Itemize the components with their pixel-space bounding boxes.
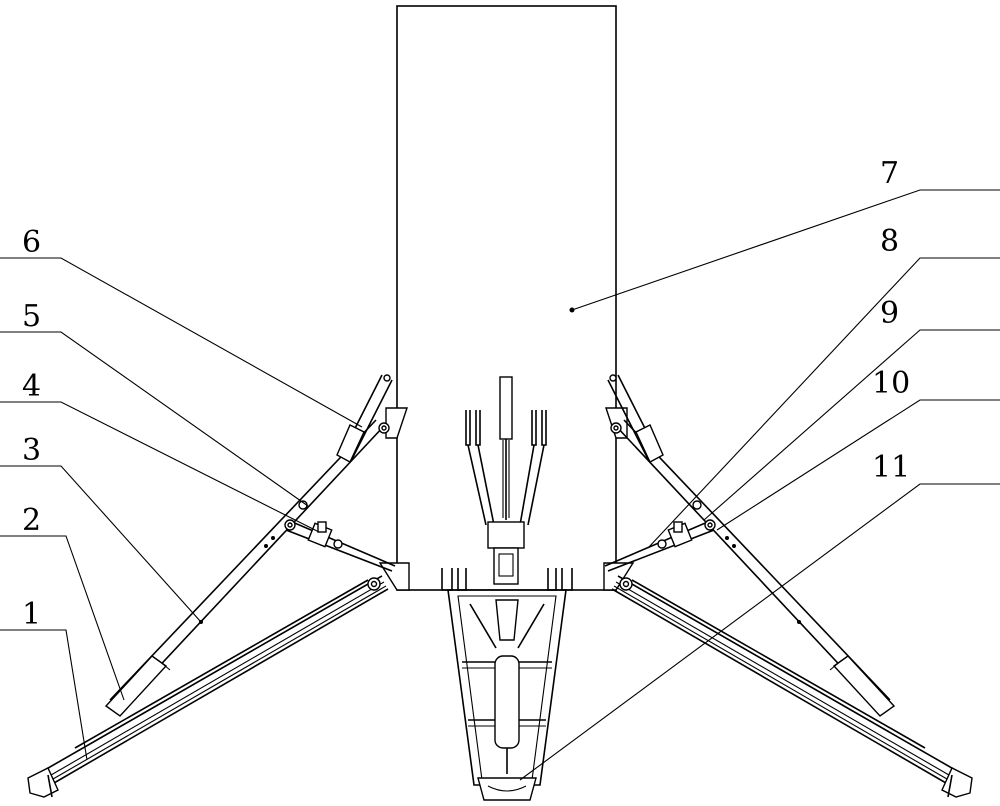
leader-7	[571, 189, 1000, 311]
callout-6: 6	[22, 225, 41, 260]
callout-1: 1	[22, 597, 41, 632]
leader-6	[0, 257, 363, 428]
leader-9	[703, 329, 1000, 521]
leader-1	[0, 629, 88, 761]
leader-11	[519, 483, 1000, 781]
callout-11: 11	[872, 450, 910, 485]
leader-2	[0, 535, 125, 701]
leader-5	[0, 331, 309, 507]
callout-2: 2	[22, 503, 41, 538]
callout-10: 10	[872, 366, 910, 401]
callout-3: 3	[22, 433, 41, 468]
callout-labels: 6 5 4 3 2 1 7 8 9 10 11	[22, 156, 910, 632]
callout-4: 4	[22, 369, 41, 404]
leader-4	[0, 401, 320, 533]
leader-8	[647, 257, 1000, 549]
leader-lines	[0, 189, 1000, 781]
callout-7: 7	[880, 156, 899, 191]
callout-5: 5	[22, 299, 41, 334]
callout-9: 9	[880, 296, 899, 331]
callout-8: 8	[880, 224, 899, 259]
leader-10	[716, 399, 1000, 531]
leader-3	[0, 465, 202, 623]
center-front-leg	[441, 376, 573, 801]
right-landing-leg	[604, 374, 973, 798]
left-landing-leg	[27, 374, 396, 798]
